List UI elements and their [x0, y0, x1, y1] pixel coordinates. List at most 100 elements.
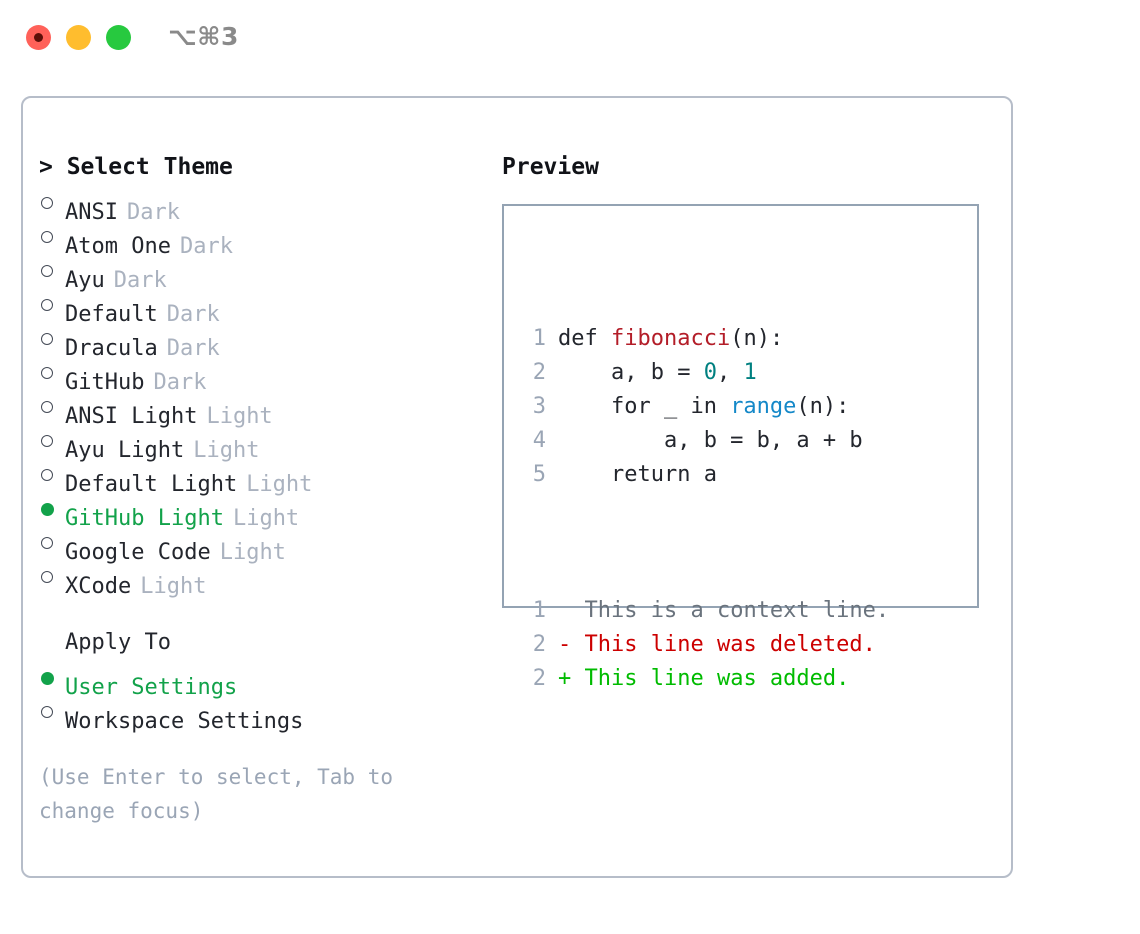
radio-shape [41, 706, 53, 718]
diff-block: 1 This is a context line.2- This line wa… [520, 594, 889, 696]
option-variant-tag: Light [206, 404, 273, 429]
radio-unselected-icon[interactable] [39, 457, 65, 491]
option-label: ANSI [65, 200, 118, 225]
code-token-plain: a, b = b, a + b [558, 428, 863, 453]
option-variant-tag: Light [232, 506, 300, 531]
option-label: Default Light [65, 472, 238, 497]
radio-selected-icon[interactable] [39, 491, 65, 525]
code-token-plain: (n): [796, 394, 850, 419]
option-label: XCode [65, 574, 132, 599]
code-line-content: a, b = 0, 1 [558, 356, 757, 390]
theme-option-4[interactable]: Dracula Dark [39, 321, 489, 361]
code-token-plain: (n): [730, 326, 784, 351]
theme-option-2[interactable]: Ayu Dark [39, 253, 489, 293]
diff-sign [558, 594, 585, 628]
apply-to-option-0[interactable]: User Settings [39, 660, 489, 700]
radio-shape [41, 537, 53, 549]
code-token-plain: a, b = [558, 360, 704, 385]
option-label: Ayu [65, 268, 105, 293]
window-titlebar: ⌥⌘3 [0, 0, 1140, 78]
radio-unselected-icon[interactable] [39, 694, 65, 728]
diff-line-text: This is a context line. [584, 598, 890, 623]
zoom-window-button[interactable] [106, 25, 131, 50]
option-label: GitHub Light [65, 506, 224, 531]
theme-option-1[interactable]: Atom One Dark [39, 219, 489, 259]
apply-to-label: Apply To [65, 630, 171, 655]
option-variant-tag: Dark [126, 200, 180, 225]
radio-unselected-icon[interactable] [39, 423, 65, 457]
code-token-builtin: range [730, 394, 797, 419]
radio-unselected-icon[interactable] [39, 389, 65, 423]
code-line-number: 4 [532, 428, 546, 453]
option-variant-tag: Light [193, 438, 260, 463]
code-line-content: a, b = b, a + b [558, 424, 863, 458]
option-variant-tag: Dark [113, 268, 167, 293]
radio-unselected-icon[interactable] [39, 287, 65, 321]
diff-line-number: 1 [532, 598, 546, 623]
code-token-plain: for _ in [558, 394, 731, 419]
diff-line-text: This line was added. [584, 666, 850, 691]
code-token-func: fibonacci [610, 326, 731, 351]
code-line-number: 1 [532, 326, 546, 351]
option-label: Atom One [65, 234, 171, 259]
radio-unselected-icon[interactable] [39, 253, 65, 287]
option-label: Dracula [65, 336, 158, 361]
option-label: Google Code [65, 540, 211, 565]
theme-option-0[interactable]: ANSI Dark [39, 185, 489, 225]
theme-option-10[interactable]: Google Code Light [39, 525, 489, 565]
option-variant-tag: Light [140, 574, 207, 599]
theme-option-5[interactable]: GitHub Dark [39, 355, 489, 395]
minimize-window-button[interactable] [66, 25, 91, 50]
option-variant-tag: Dark [166, 302, 220, 327]
apply-to-option-1[interactable]: Workspace Settings [39, 694, 489, 734]
option-label: GitHub [65, 370, 145, 395]
traffic-light-group [26, 25, 131, 50]
diff-line-number: 2 [532, 666, 546, 691]
keyboard-hint-text: (Use Enter to select, Tab to change focu… [39, 765, 406, 823]
radio-shape [41, 265, 53, 277]
option-variant-tag: Dark [153, 370, 207, 395]
radio-unselected-icon[interactable] [39, 355, 65, 389]
code-token-plain: , [716, 360, 744, 385]
radio-selected-icon[interactable] [39, 660, 65, 694]
option-variant-tag: Light [219, 540, 286, 565]
radio-unselected-icon[interactable] [39, 559, 65, 593]
radio-unselected-icon[interactable] [39, 525, 65, 559]
radio-unselected-icon[interactable] [39, 321, 65, 355]
diff-line-context: 1 This is a context line. [520, 594, 889, 628]
radio-shape [41, 401, 53, 413]
theme-option-7[interactable]: Ayu Light Light [39, 423, 489, 463]
option-label: Ayu Light [65, 438, 185, 463]
radio-shape [41, 333, 53, 345]
option-label: Workspace Settings [65, 709, 304, 734]
code-token-num: 1 [743, 360, 757, 385]
code-line: 5 return a [520, 458, 889, 492]
radio-unselected-icon[interactable] [39, 219, 65, 253]
diff-line-add: 2+ This line was added. [520, 662, 889, 696]
option-variant-tag: Dark [179, 234, 233, 259]
radio-unselected-icon[interactable] [39, 185, 65, 219]
code-line-content: for _ in range(n): [558, 390, 849, 424]
option-label: User Settings [65, 675, 238, 700]
theme-option-11[interactable]: XCode Light [39, 559, 489, 599]
radio-shape [41, 197, 53, 209]
radio-shape [41, 435, 53, 447]
preview-title: Preview [502, 154, 599, 180]
close-window-button[interactable] [26, 25, 51, 50]
option-variant-tag: Dark [166, 336, 220, 361]
radio-shape [41, 672, 54, 685]
code-token-num: 0 [703, 360, 717, 385]
theme-option-9[interactable]: GitHub Light Light [39, 491, 489, 531]
